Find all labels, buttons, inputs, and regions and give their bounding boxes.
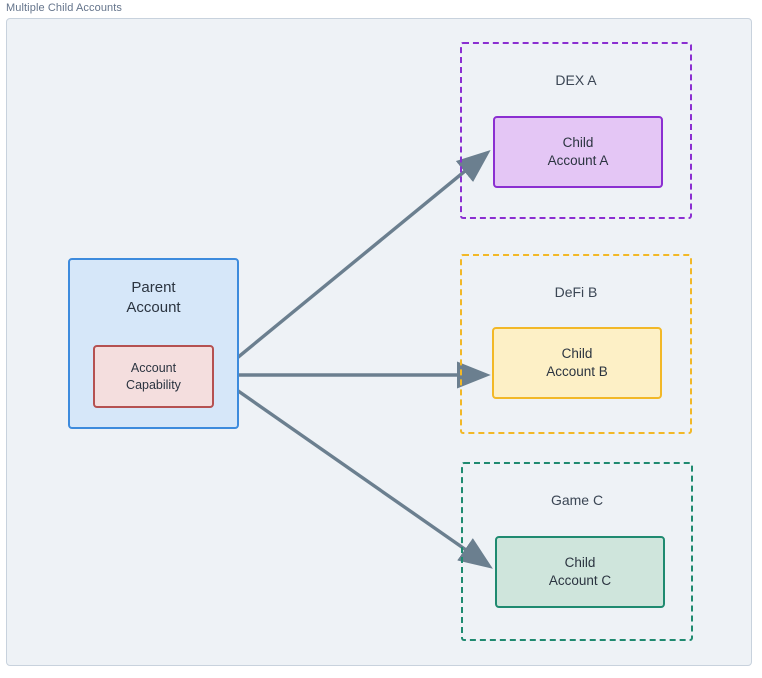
child-account-c-node[interactable]: Child Account C	[495, 536, 665, 608]
group-defi-b: DeFi B	[460, 254, 692, 434]
child-account-b-node[interactable]: Child Account B	[492, 327, 662, 399]
child-account-b-label-line1: Child	[561, 345, 593, 361]
group-game-c: Game C	[461, 462, 693, 641]
frame-title: Multiple Child Accounts	[6, 2, 123, 14]
child-account-a-node[interactable]: Child Account A	[493, 116, 663, 188]
group-dex-a-label: DEX A	[555, 72, 597, 88]
child-account-a-label-line1: Child	[562, 134, 594, 150]
account-capability-label-line1: Account	[130, 360, 177, 375]
group-dex-a: DEX A	[460, 42, 692, 219]
account-capability-label-line2: Capability	[126, 377, 181, 392]
child-account-c-label-line2: Account C	[548, 573, 612, 588]
parent-account-label-line2: Account	[126, 299, 181, 317]
child-account-a-label-line2: Account A	[547, 153, 609, 168]
group-game-c-label: Game C	[550, 492, 604, 508]
group-defi-b-label: DeFi B	[554, 284, 598, 300]
account-capability-node[interactable]: Account Capability	[93, 345, 214, 408]
parent-account-label-line1: Parent	[131, 279, 176, 296]
child-account-c-label-line1: Child	[564, 554, 596, 570]
child-account-b-label-line2: Account B	[546, 364, 608, 379]
